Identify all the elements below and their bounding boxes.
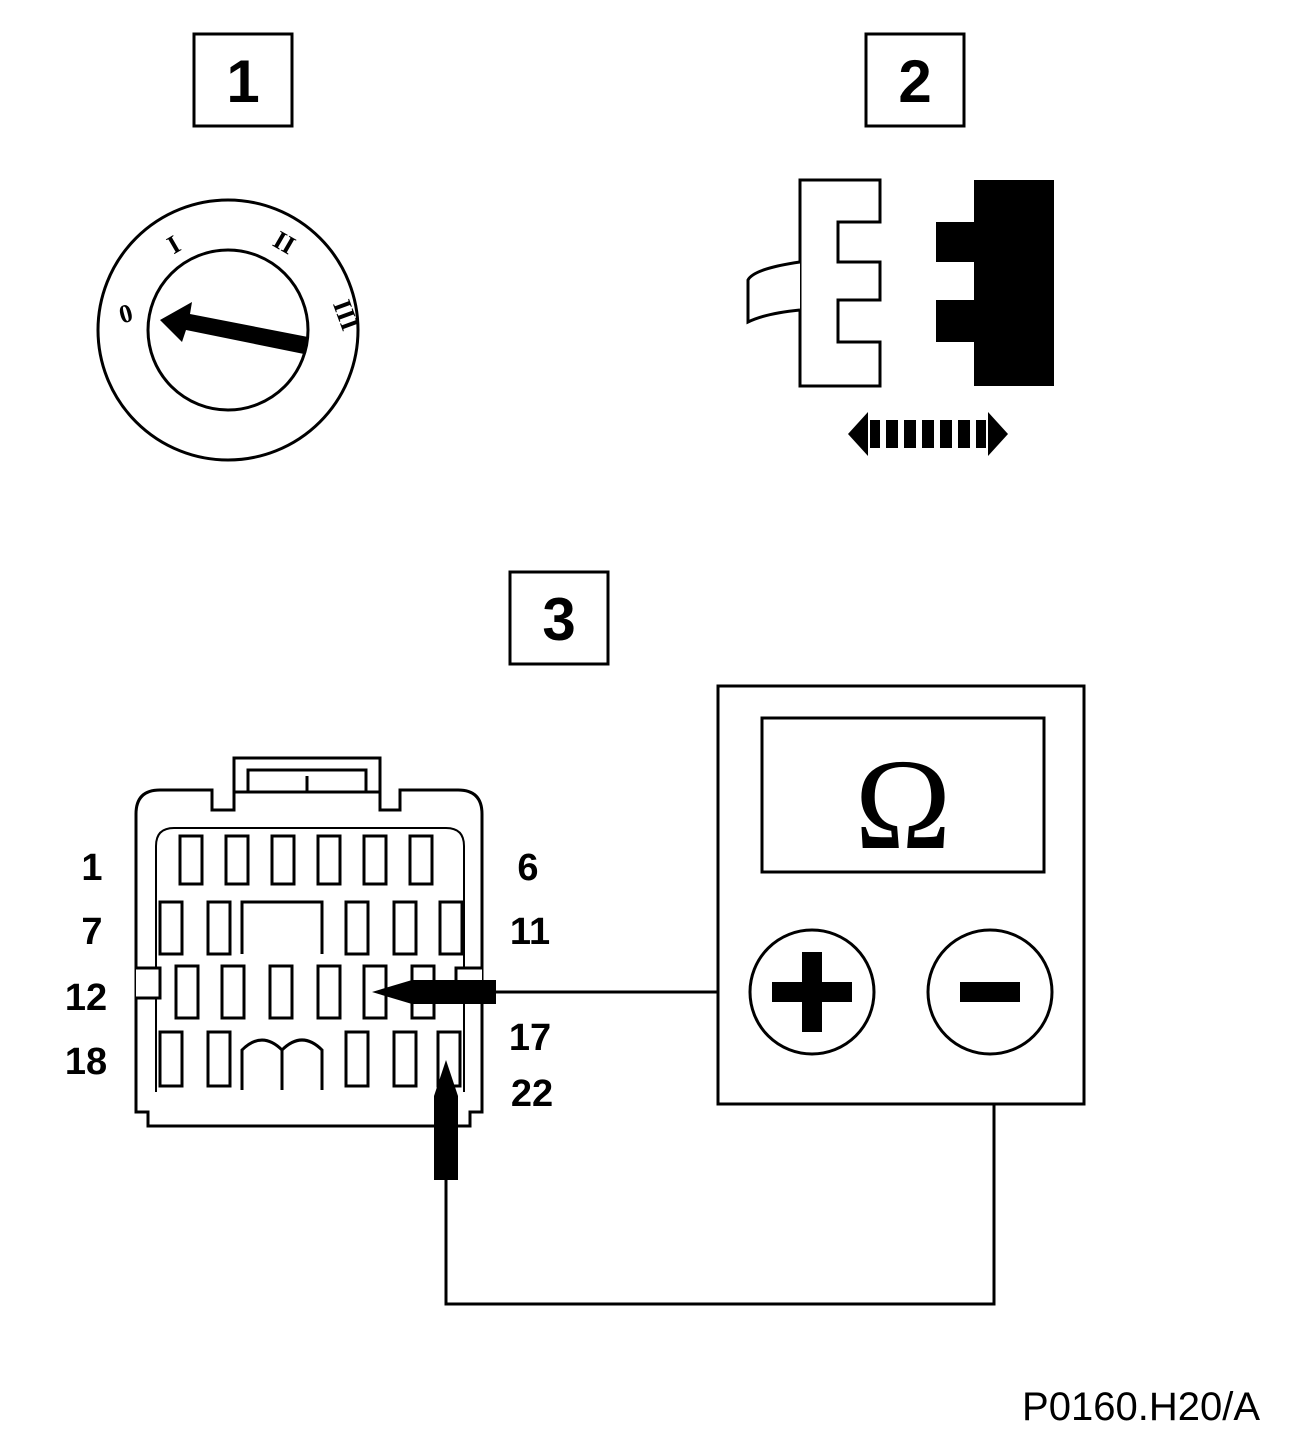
pin-label-11: 11 [510,911,550,953]
negative-probe [434,1060,996,1306]
pin-row-4 [158,1030,462,1090]
step-3-label: 3 [542,586,575,653]
pin-label-6: 6 [517,847,538,889]
step-1-label: 1 [226,48,259,115]
pin-label-17: 17 [509,1017,551,1059]
pin-label-18: 18 [65,1041,107,1083]
positive-terminal [748,928,876,1056]
key-arrow-icon [160,302,308,354]
connector-disconnect-icon [746,178,1054,456]
figure-reference-code: P0160.H20/A [1022,1385,1260,1429]
pin-label-12: 12 [65,977,107,1019]
step-2-box: 2 [864,32,966,128]
multimeter: Ω [716,684,1086,1106]
step-3-box: 3 [508,570,610,666]
negative-terminal [926,928,1054,1056]
multimeter-display [760,716,1046,874]
pin-label-1: 1 [81,847,102,889]
pin-label-7: 7 [81,911,102,953]
pin-label-22: 22 [511,1073,553,1115]
ignition-switch-icon: 0 I II III [96,198,365,462]
plus-icon [772,952,852,1032]
pin-row-1 [178,834,434,886]
step-2-label: 2 [898,48,931,115]
double-arrow-icon [848,412,1008,456]
step-1-box: 1 [192,32,294,128]
positive-probe [372,980,752,1004]
ohm-symbol: Ω [855,733,952,877]
minus-icon [960,982,1020,1002]
pin-row-2 [158,900,464,956]
connector-face: 1 6 7 11 12 17 18 22 [65,756,553,1128]
